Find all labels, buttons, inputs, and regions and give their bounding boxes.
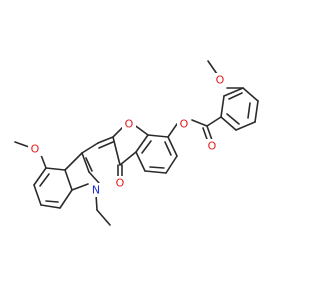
- bond: [135, 151, 146, 172]
- bond: [165, 155, 178, 174]
- bond: [81, 152, 90, 173]
- atom-o-furan: O: [125, 118, 134, 131]
- bond: [167, 136, 178, 157]
- bond: [242, 87, 259, 102]
- bond: [147, 134, 169, 138]
- atom-o-ester: O: [180, 118, 189, 131]
- bond: [135, 134, 149, 153]
- atom-labels: O O O O O O N: [28, 73, 227, 197]
- bond: [45, 200, 59, 203]
- bond: [119, 151, 137, 166]
- bond: [220, 95, 225, 118]
- bond: [98, 141, 114, 149]
- atom-o-methoxy-indole: O: [31, 143, 40, 156]
- bond: [40, 204, 61, 209]
- bond: [14, 141, 30, 148]
- bond: [206, 125, 213, 141]
- bond: [64, 169, 73, 191]
- bond: [81, 142, 99, 154]
- bond: [235, 121, 256, 131]
- bond: [167, 123, 178, 138]
- bond: [33, 184, 42, 206]
- molecule-drawing: O O O O O O N: [14, 60, 259, 226]
- bond: [228, 92, 243, 100]
- atom-n-indole: N: [92, 184, 100, 197]
- bond: [85, 157, 93, 172]
- bond: [254, 100, 259, 123]
- label-plate: [28, 142, 42, 156]
- bond: [206, 116, 222, 127]
- label-plate: [213, 73, 227, 87]
- bond: [40, 154, 47, 169]
- label-plate: [177, 117, 191, 131]
- atom-o-methoxy-benzoate: O: [216, 74, 225, 87]
- label-plate: [122, 117, 136, 131]
- structure-canvas: O O O O O O N: [14, 60, 259, 226]
- bond: [223, 87, 244, 97]
- bond: [226, 113, 240, 125]
- bond: [112, 136, 121, 166]
- bond: [149, 166, 165, 169]
- bond: [220, 116, 237, 131]
- bond: [96, 209, 111, 226]
- bond: [33, 167, 47, 186]
- bond: [64, 152, 83, 171]
- bond: [141, 140, 152, 154]
- label-plate: [205, 139, 219, 153]
- bond: [39, 173, 50, 187]
- bond: [164, 141, 172, 156]
- bond: [97, 136, 114, 144]
- bond: [191, 119, 208, 127]
- bond: [45, 167, 66, 171]
- bond: [207, 60, 218, 75]
- label-plate: [113, 176, 127, 190]
- bond: [88, 171, 100, 184]
- bond: [71, 183, 89, 191]
- atom-o-carbonyl: O: [208, 140, 217, 153]
- bond: [247, 102, 251, 119]
- atom-o-ketone: O: [116, 177, 125, 190]
- bond: [144, 170, 167, 174]
- label-plate: [89, 183, 103, 197]
- bond: [59, 189, 73, 209]
